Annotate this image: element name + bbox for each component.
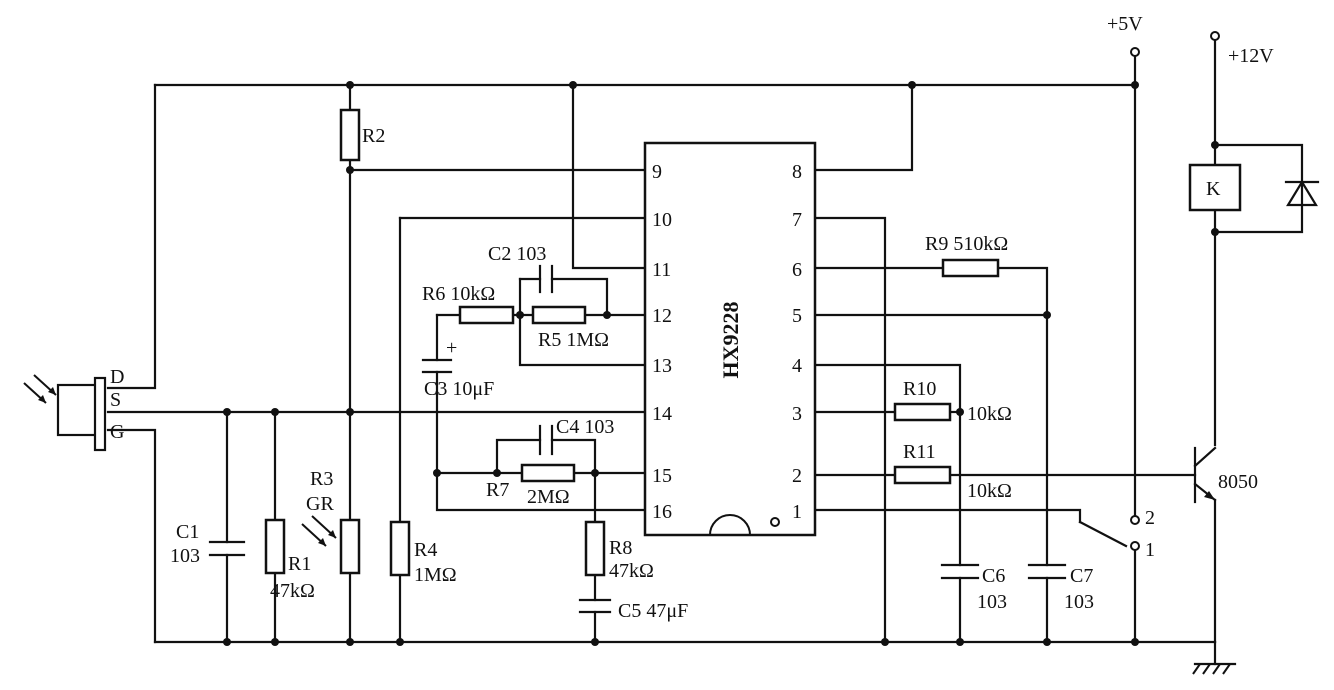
c1-value: 103 <box>170 545 200 567</box>
r4-value: 1MΩ <box>414 564 457 586</box>
r3-ref: R3 <box>310 468 333 490</box>
ic-pin-13: 13 <box>652 355 672 377</box>
c5-label: C5 47μF <box>618 600 688 622</box>
r6-label: R6 10kΩ <box>422 283 495 305</box>
r8-ref: R8 <box>609 537 632 559</box>
r3-type: GR <box>306 493 334 515</box>
c3-polarity: + <box>446 337 457 359</box>
capacitor-c7: C7 103 <box>1027 563 1094 613</box>
light-arrows-icon <box>301 515 337 547</box>
resistor-r7: R7 2MΩ <box>486 463 576 508</box>
r11-ref: R11 <box>903 441 936 463</box>
c1-ref: C1 <box>176 521 199 543</box>
resistor-r2: R2 <box>339 108 385 162</box>
supply-5v-label: +5V <box>1107 13 1143 35</box>
r1-ref: R1 <box>288 553 311 575</box>
c2-label: C2 103 <box>488 243 546 265</box>
sensor-pin-d: D <box>110 366 124 388</box>
c6-value: 103 <box>977 591 1007 613</box>
relay-k: K <box>1188 163 1242 212</box>
ic-pin-15: 15 <box>652 465 672 487</box>
ic-pin-7: 7 <box>792 209 802 231</box>
ground-icon <box>1192 640 1237 675</box>
ic-pin-5: 5 <box>792 305 802 327</box>
capacitor-c3: + C3 10μF <box>421 337 494 400</box>
supply-5v: +5V <box>1107 13 1143 57</box>
ic-pin-3: 3 <box>792 403 802 425</box>
r8-value: 47kΩ <box>609 560 654 582</box>
ic-name: HX9228 <box>718 302 743 379</box>
ic-pin-12: 12 <box>652 305 672 327</box>
junctions <box>223 81 1219 646</box>
r5-label: R5 1MΩ <box>538 329 609 351</box>
ic-pin-4: 4 <box>792 355 802 377</box>
photoresistor-r3: R3 GR <box>301 468 361 575</box>
capacitor-c1: C1 103 <box>170 521 246 567</box>
r7-value: 2MΩ <box>527 486 570 508</box>
resistor-r8: R8 47kΩ <box>584 520 654 582</box>
resistor-r6: R6 10kΩ <box>422 283 515 325</box>
resistor-r9: R9 510kΩ <box>925 233 1008 278</box>
switch-pos-1: 1 <box>1145 539 1155 561</box>
switch-pos-2: 2 <box>1145 507 1155 529</box>
ic-pin-1: 1 <box>792 501 802 523</box>
r1-value: 47kΩ <box>270 580 315 602</box>
resistor-r1: R1 47kΩ <box>264 518 315 602</box>
c4-label: C4 103 <box>556 416 614 438</box>
transistor-label: 8050 <box>1218 471 1258 493</box>
r4-ref: R4 <box>414 539 437 561</box>
supply-12v-label: +12V <box>1228 45 1274 67</box>
c7-ref: C7 <box>1070 565 1093 587</box>
r9-label: R9 510kΩ <box>925 233 1008 255</box>
ic-pin-6: 6 <box>792 259 802 281</box>
r11-value: 10kΩ <box>967 480 1012 502</box>
r7-ref: R7 <box>486 479 509 501</box>
ic-pin-16: 16 <box>652 501 672 523</box>
capacitor-c4: C4 103 <box>538 416 614 456</box>
c6-ref: C6 <box>982 565 1005 587</box>
sensor-pin-g: G <box>110 421 124 443</box>
ic-pin-8: 8 <box>792 161 802 183</box>
ic-pin-14: 14 <box>652 403 672 425</box>
ic-pin-2: 2 <box>792 465 802 487</box>
ic-hx9228: HX9228 9 10 11 12 13 14 15 16 8 7 6 5 4 … <box>643 141 817 537</box>
capacitor-c2: C2 103 <box>488 243 554 294</box>
resistor-r4: R4 1MΩ <box>389 520 457 586</box>
ic-pin-9: 9 <box>652 161 662 183</box>
ic-pin-10: 10 <box>652 209 672 231</box>
r10-value: 10kΩ <box>967 403 1012 425</box>
flyback-diode <box>1284 179 1320 207</box>
supply-12v: +12V <box>1210 31 1274 67</box>
transistor-8050: 8050 <box>1193 446 1258 504</box>
resistor-r5: R5 1MΩ <box>531 305 609 351</box>
relay-label: K <box>1206 178 1221 200</box>
c3-label: C3 10μF <box>424 378 494 400</box>
r10-ref: R10 <box>903 378 936 400</box>
ic-pin-11: 11 <box>652 259 671 281</box>
pir-sensor: D S G <box>23 366 124 452</box>
resistor-r11: R11 10kΩ <box>893 441 1012 502</box>
r2-ref: R2 <box>362 125 385 147</box>
selector-switch: 2 1 <box>1078 507 1155 561</box>
c7-value: 103 <box>1064 591 1094 613</box>
capacitor-c6: C6 103 <box>940 563 1007 613</box>
light-arrows-icon <box>23 374 57 404</box>
capacitor-c5: C5 47μF <box>578 598 688 622</box>
resistor-r10: R10 10kΩ <box>893 378 1012 425</box>
sensor-pin-s: S <box>110 389 121 411</box>
